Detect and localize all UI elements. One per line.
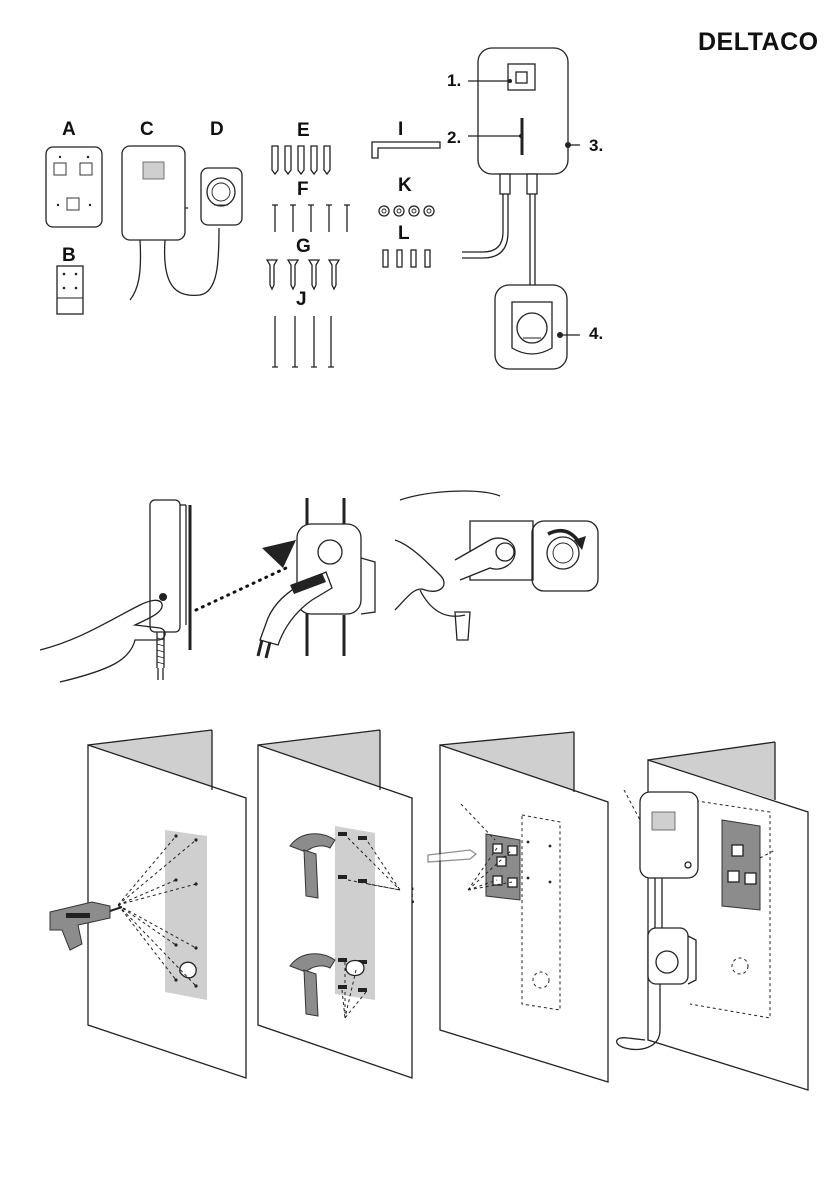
install-step-plugs [258, 730, 412, 1078]
charging-step-3 [395, 491, 598, 640]
charging-step-1 [40, 500, 190, 682]
part-j-bolts [272, 316, 334, 367]
part-l-sockets [383, 250, 430, 267]
direction-arrow [196, 568, 286, 610]
part-f-screws [272, 205, 350, 232]
install-step-mount [617, 742, 808, 1090]
part-i-hexkey [372, 142, 440, 158]
product-diagram [462, 48, 580, 369]
part-g-screws [267, 260, 339, 289]
part-e-plugs [272, 146, 330, 174]
install-step-drill [50, 730, 246, 1078]
part-d-holder [201, 168, 242, 225]
part-b-bracket [57, 266, 83, 314]
part-k-washers [379, 206, 434, 216]
charging-step-2 [258, 498, 375, 658]
part-a-backplate [46, 147, 102, 227]
install-step-plate [428, 732, 608, 1082]
